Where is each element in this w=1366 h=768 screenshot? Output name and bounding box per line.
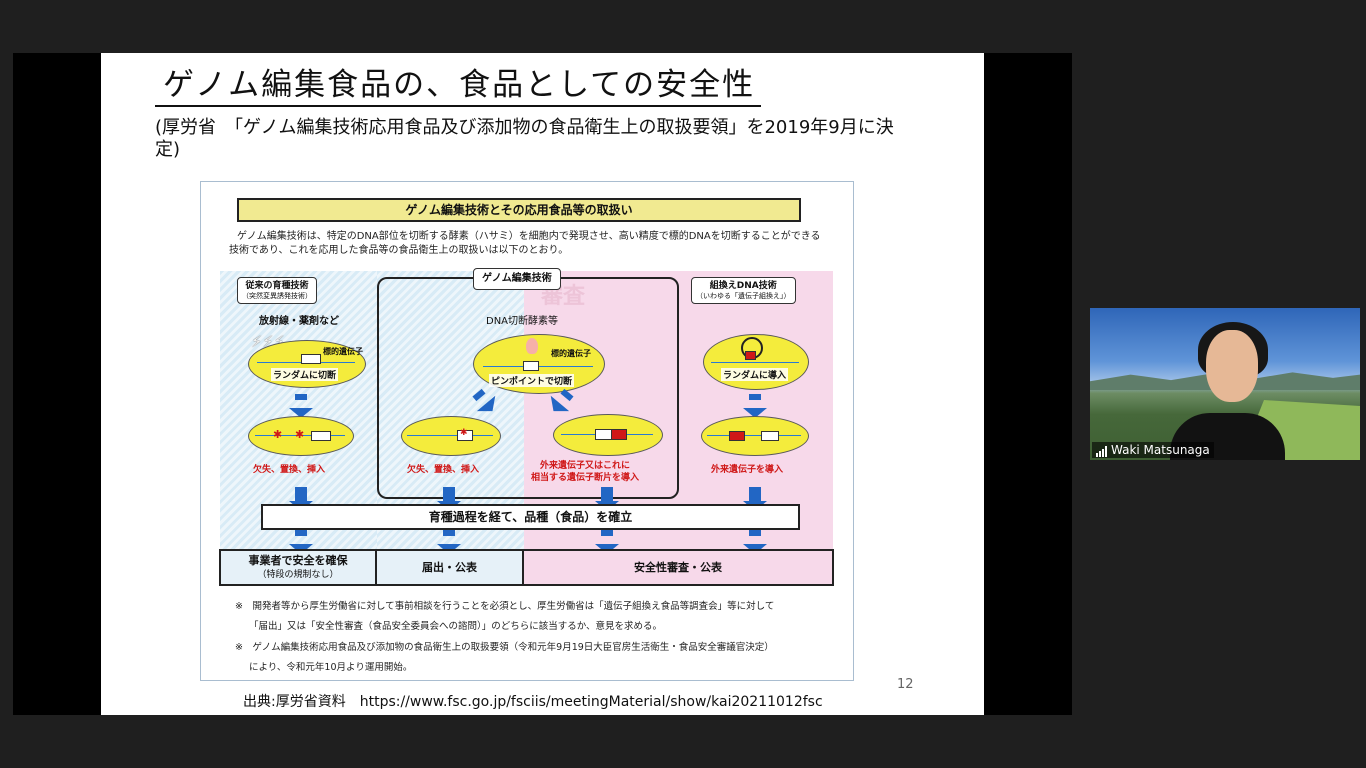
label-gmo-sub: （いわゆる「遺伝子組換え」） (696, 292, 791, 300)
regulation-figure: ゲノム編集技術とその応用食品等の取扱い ゲノム編集技術は、特定のDNA部位を切断… (200, 181, 854, 681)
result-genome-right: 外来遺伝子又はこれに 相当する遺伝子断片を導入 (531, 460, 639, 484)
mutation-mark-icon: ✱ (295, 428, 305, 441)
breeding-process-bar: 育種過程を経て、品種（食品）を確立 (261, 504, 800, 530)
outcome-self-assured-text: 事業者で安全を確保 （特段の規制なし） (249, 554, 348, 582)
label-gmo-text: 組換えDNA技術 (709, 281, 777, 291)
result-genome-right-line1: 外来遺伝子又はこれに (540, 461, 631, 471)
dna-line (707, 435, 801, 436)
arrow-down-icon (743, 530, 767, 554)
target-gene (301, 354, 321, 364)
target-gene (761, 431, 779, 441)
outcome-safety-review: 安全性審査・公表 (522, 549, 834, 586)
note-1-line1: ※ 開発者等から厚生労働省に対して事前相談を行うことを必須とし、厚生労働省は「遺… (235, 601, 775, 612)
label-conventional-sub: （突然変異誘発技術） (242, 292, 312, 300)
page-number: 12 (897, 677, 914, 692)
slide-title: ゲノム編集食品の、食品としての安全性 (155, 65, 762, 107)
note-1: ※ 開発者等から厚生労働省に対して事前相談を行うことを必須とし、厚生労働省は「遺… (235, 597, 835, 637)
label-genome-text: ゲノム編集技術 (482, 273, 552, 284)
result-genome-right-line2: 相当する遺伝子断片を導入 (531, 473, 640, 483)
arrow-down-icon (743, 487, 767, 511)
outcome-self-assured-line2: （特段の規制なし） (257, 569, 339, 580)
arrow-down-icon (289, 394, 313, 418)
tag-target-conventional: 標的遺伝子 (323, 347, 363, 356)
tag-target-genome: 標的遺伝子 (551, 349, 591, 358)
figure-intro: ゲノム編集技術は、特定のDNA部位を切断する酵素（ハサミ）を細胞内で発現させ、高… (229, 231, 821, 256)
dna-line (407, 435, 493, 436)
arrow-down-icon (437, 530, 461, 554)
arrow-down-icon (437, 487, 461, 511)
mutation-mark-icon: ✱ (460, 428, 468, 438)
mutation-mark-icon: ✱ (273, 428, 283, 441)
foreign-gene (729, 431, 745, 441)
outcome-self-assured-line1: 事業者で安全を確保 (248, 553, 348, 567)
signal-bars-icon (1096, 446, 1107, 457)
cell-gmo-after (701, 416, 809, 456)
method-genome: DNA切断酵素等 (486, 316, 559, 327)
foreign-gene (745, 351, 756, 360)
arrow-down-icon (595, 487, 619, 511)
presentation-slide: ゲノム編集食品の、食品としての安全性 (厚労省 「ゲノム編集技術応用食品及び添加… (101, 53, 984, 715)
scissors-enzyme-icon (526, 338, 538, 354)
label-conventional: 従来の育種技術 （突然変異誘発技術） (237, 277, 317, 304)
target-gene (457, 430, 473, 441)
note-2: ※ ゲノム編集技術応用食品及び添加物の食品衛生上の取扱要領（令和元年9月19日大… (235, 638, 835, 678)
foreign-gene (611, 429, 627, 440)
label-gmo: 組換えDNA技術 （いわゆる「遺伝子組換え」） (691, 277, 796, 304)
method-conventional: 放射線・薬剤など (259, 316, 339, 327)
participant-name: Waki Matsunaga (1111, 443, 1210, 457)
slide-subtitle: (厚労省 「ゲノム編集技術応用食品及び添加物の食品衛生上の取扱要領」を2019年… (155, 117, 894, 160)
note-2-line2: により、令和元年10月より運用開始。 (249, 662, 413, 673)
result-conventional: 欠失、置換、挿入 (253, 465, 326, 475)
note-2-line1: ※ ゲノム編集技術応用食品及び添加物の食品衛生上の取扱要領（令和元年9月19日大… (235, 642, 774, 653)
outcome-notification: 届出・公表 (375, 549, 524, 586)
arrow-down-icon (289, 530, 313, 554)
participant-face (1206, 330, 1258, 402)
target-gene (311, 431, 331, 441)
participant-video-tile[interactable]: Waki Matsunaga (1090, 308, 1360, 460)
outcome-self-assured: 事業者で安全を確保 （特段の規制なし） (219, 549, 377, 586)
slide-source: 出典:厚労省資料 https://www.fsc.go.jp/fsciis/me… (243, 694, 823, 710)
arrow-down-icon (595, 530, 619, 554)
figure-header: ゲノム編集技術とその応用食品等の取扱い (237, 198, 801, 222)
label-conventional-text: 従来の育種技術 (245, 281, 309, 291)
note-1-line2: 「届出」又は「安全性審査（食品安全委員会への諮問）」のどちらに該当するか、意見を… (249, 621, 663, 632)
tag-random-cut: ランダムに切断 (271, 368, 339, 381)
dna-line (255, 435, 345, 436)
cell-genome-after-left (401, 416, 501, 456)
label-genome: ゲノム編集技術 (473, 268, 561, 290)
tag-pinpoint-cut: ピンポイントで切断 (489, 374, 575, 387)
result-gmo: 外来遺伝子を導入 (711, 465, 784, 475)
target-gene (523, 361, 539, 371)
cell-conventional-after (248, 416, 354, 456)
result-genome-left: 欠失、置換、挿入 (407, 465, 480, 475)
tag-random-insert: ランダムに導入 (721, 368, 789, 381)
dna-line (711, 362, 799, 363)
participant-name-label: Waki Matsunaga (1092, 442, 1214, 458)
arrow-down-icon (289, 487, 313, 511)
arrow-down-icon (743, 394, 767, 418)
